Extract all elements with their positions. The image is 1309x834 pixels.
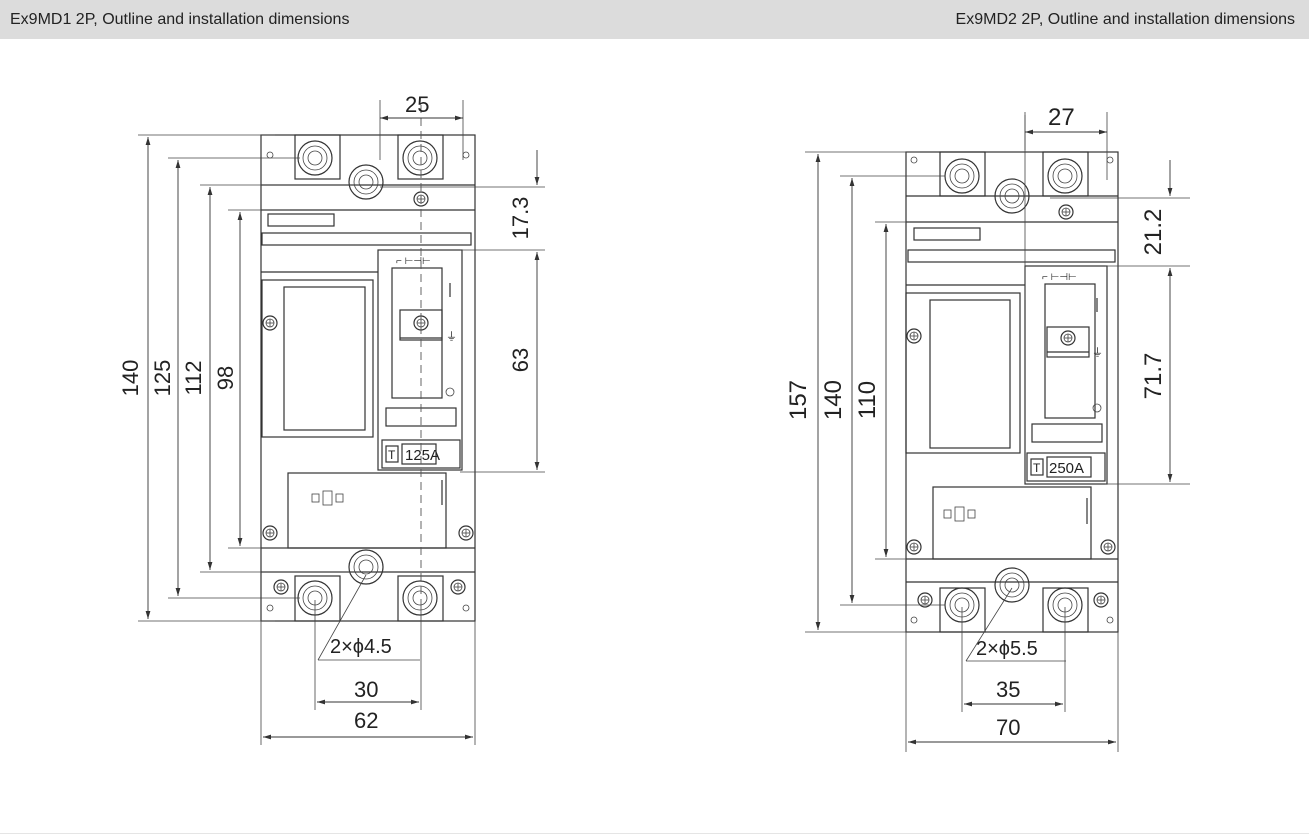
right-dim-110: 110 [854,381,881,419]
left-rating-prefix: T [388,448,396,462]
drawing-area [0,39,1309,834]
left-dim-62: 62 [354,708,378,733]
svg-text:⌐ ⊢⊣⊢: ⌐ ⊢⊣⊢ [396,256,431,267]
right-hole-label: 2×ϕ5.5 [976,638,1038,660]
right-dim-140: 140 [820,380,847,420]
left-rating: 125A [405,447,440,464]
header-bar: Ex9MD1 2P, Outline and installation dime… [0,0,1309,39]
right-breaker-drawing: ⌐ ⊢⊣⊢ ⏚ T 250A 27 [785,104,1190,752]
left-dim-63: 63 [508,348,533,372]
left-dim-98: 98 [213,366,238,390]
left-title: Ex9MD1 2P, Outline and installation dime… [10,10,350,28]
left-dim-17-3: 17.3 [508,197,533,240]
right-dim-157: 157 [785,380,812,420]
left-hole-label: 2×ϕ4.5 [330,636,392,658]
right-dim-21-2: 21.2 [1140,209,1167,256]
left-dim-140: 140 [118,360,143,397]
svg-text:⏚: ⏚ [1092,346,1103,359]
svg-text:⌐ ⊢⊣⊢: ⌐ ⊢⊣⊢ [1042,272,1077,283]
right-rating-prefix: T [1033,461,1041,475]
left-dim-125: 125 [150,360,175,397]
right-title: Ex9MD2 2P, Outline and installation dime… [955,10,1295,28]
left-dim-112: 112 [181,360,206,395]
right-dim-27: 27 [1048,104,1075,131]
svg-text:⏚: ⏚ [446,330,457,343]
left-dim-25: 25 [405,92,429,117]
left-dim-30: 30 [354,677,378,702]
right-rating: 250A [1049,460,1084,477]
left-breaker-drawing: ⌐ ⊢⊣⊢ ⏚ T 125A 25 [118,92,545,745]
right-dim-70: 70 [996,715,1020,740]
right-dim-35: 35 [996,677,1020,702]
right-dim-71-7: 71.7 [1140,353,1167,400]
